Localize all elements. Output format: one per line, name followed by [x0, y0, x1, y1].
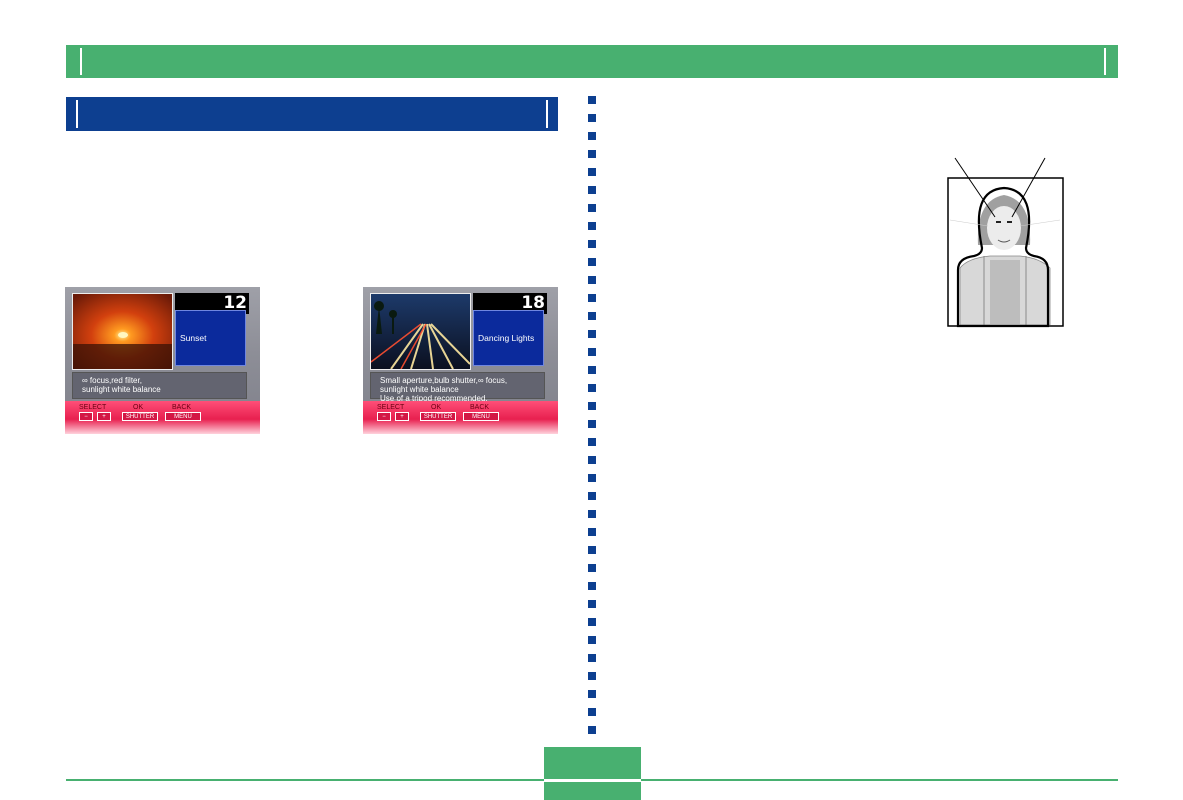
control-strip: SELECT OK BACK − + SHUTTER MENU	[363, 401, 558, 434]
divider-dot	[588, 510, 596, 518]
column-divider	[588, 96, 596, 738]
divider-dot	[588, 564, 596, 572]
divider-dot	[588, 240, 596, 248]
divider-dot	[588, 186, 596, 194]
page-number-tab	[544, 747, 641, 800]
scene-description: ∞ focus,red filter, sunlight white balan…	[72, 372, 247, 399]
divider-dot	[588, 348, 596, 356]
divider-dot	[588, 384, 596, 392]
divider-dot	[588, 474, 596, 482]
divider-dot	[588, 546, 596, 554]
menu-button[interactable]: MENU	[463, 412, 499, 421]
menu-button[interactable]: MENU	[165, 412, 201, 421]
divider-dot	[588, 456, 596, 464]
sunset-photo	[72, 293, 173, 370]
divider-dot	[588, 420, 596, 428]
minus-button[interactable]: −	[377, 412, 391, 421]
divider-dot	[588, 726, 596, 734]
divider-dot	[588, 528, 596, 536]
divider-dot	[588, 672, 596, 680]
shutter-button[interactable]: SHUTTER	[420, 412, 456, 421]
divider-dot	[588, 330, 596, 338]
ok-label: OK	[431, 404, 442, 411]
divider-dot	[588, 438, 596, 446]
divider-dot	[588, 492, 596, 500]
divider-dot	[588, 618, 596, 626]
select-label: SELECT	[79, 404, 107, 411]
scene-number: 18	[473, 293, 547, 314]
plus-button[interactable]: +	[97, 412, 111, 421]
divider-dot	[588, 168, 596, 176]
divider-dot	[588, 636, 596, 644]
divider-dot	[588, 582, 596, 590]
divider-dot	[588, 150, 596, 158]
select-label: SELECT	[377, 404, 405, 411]
portrait-outline-illustration	[947, 157, 1064, 328]
camera-screen-sunset: 12 Sunset ∞ focus,red filter, sunlight w…	[65, 287, 260, 434]
camera-screen-dancing-lights: 18 Dancing Lights Small aperture,bulb sh…	[363, 287, 558, 434]
back-label: BACK	[172, 404, 192, 411]
divider-dot	[588, 690, 596, 698]
divider-dot	[588, 708, 596, 716]
divider-dot	[588, 600, 596, 608]
divider-dot	[588, 312, 596, 320]
divider-dot	[588, 222, 596, 230]
dancing-lights-photo	[370, 293, 471, 370]
section-title-bar	[66, 97, 558, 131]
control-strip: SELECT OK BACK − + SHUTTER MENU	[65, 401, 260, 434]
back-label: BACK	[470, 404, 490, 411]
divider-dot	[588, 366, 596, 374]
divider-dot	[588, 402, 596, 410]
ok-label: OK	[133, 404, 144, 411]
divider-dot	[588, 294, 596, 302]
divider-dot	[588, 96, 596, 104]
scene-name: Dancing Lights	[473, 310, 544, 366]
plus-button[interactable]: +	[395, 412, 409, 421]
divider-dot	[588, 114, 596, 122]
divider-dot	[588, 654, 596, 662]
scene-number: 12	[175, 293, 249, 314]
divider-dot	[588, 258, 596, 266]
page-header-bar	[66, 45, 1118, 78]
minus-button[interactable]: −	[79, 412, 93, 421]
divider-dot	[588, 132, 596, 140]
scene-name: Sunset	[175, 310, 246, 366]
divider-dot	[588, 276, 596, 284]
scene-description: Small aperture,bulb shutter,∞ focus, sun…	[370, 372, 545, 403]
divider-dot	[588, 204, 596, 212]
shutter-button[interactable]: SHUTTER	[122, 412, 158, 421]
